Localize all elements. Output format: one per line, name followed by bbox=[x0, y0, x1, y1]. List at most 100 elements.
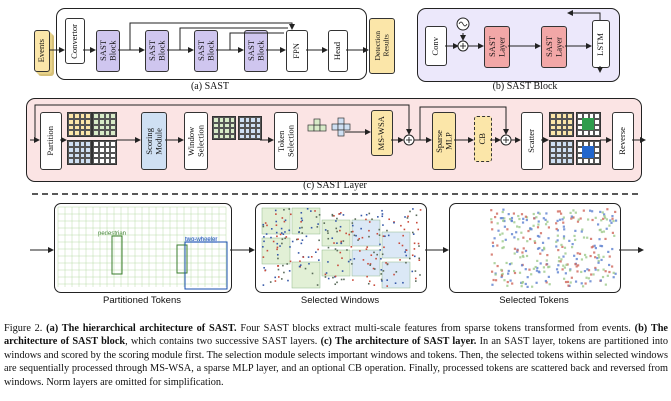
grid-cell bbox=[567, 158, 573, 164]
grid-cell bbox=[79, 124, 86, 131]
grid-cell bbox=[255, 133, 261, 139]
grid-cell bbox=[93, 141, 99, 147]
grid-cell bbox=[561, 152, 568, 159]
window-grid-blue bbox=[238, 116, 262, 140]
partitioned-tokens-image bbox=[54, 203, 232, 293]
grid-cell bbox=[93, 118, 99, 125]
grid-cell bbox=[68, 158, 74, 164]
grid-cell bbox=[85, 113, 91, 119]
grid-cell bbox=[213, 122, 219, 128]
grid-cell bbox=[104, 113, 111, 119]
grid-cell bbox=[594, 130, 600, 136]
grid-cell bbox=[73, 158, 80, 164]
grid-cell bbox=[239, 122, 245, 128]
grid-cell bbox=[104, 152, 111, 159]
grid-cell bbox=[98, 141, 105, 147]
grid-cell bbox=[93, 146, 99, 153]
caption-text-c: In an SAST layer, tokens are partitioned… bbox=[4, 336, 668, 388]
sast-layer-2: SAST Layer bbox=[541, 26, 567, 68]
grid-cell bbox=[213, 133, 219, 139]
grid-cell bbox=[594, 124, 600, 131]
grid-cell bbox=[555, 158, 562, 164]
grid-cell bbox=[218, 133, 224, 139]
grid-cell bbox=[588, 158, 595, 164]
grid-cell bbox=[561, 113, 568, 119]
token-selection-box: Token Selection bbox=[274, 112, 298, 170]
grid-cell bbox=[98, 152, 105, 159]
grid-cell bbox=[561, 130, 568, 136]
reverse-box: Reverse bbox=[612, 112, 634, 170]
grid-cell bbox=[567, 130, 573, 136]
grid-cell bbox=[218, 117, 224, 123]
grid-cell bbox=[85, 158, 91, 164]
grid-cell bbox=[104, 130, 111, 136]
grid-cell bbox=[73, 152, 80, 159]
grid-cell bbox=[577, 158, 583, 164]
grid-cell bbox=[244, 117, 250, 123]
head-box: Head bbox=[328, 30, 348, 72]
grid-cell bbox=[594, 118, 600, 125]
grid-cell bbox=[93, 158, 99, 164]
grid-cell bbox=[79, 152, 86, 159]
grid-cell bbox=[110, 130, 116, 136]
grid-cell bbox=[550, 146, 556, 153]
scatter-highlight-cells-blue bbox=[582, 146, 594, 158]
two-wheeler-detection-label: two-wheeler bbox=[185, 237, 218, 243]
grid-cell bbox=[213, 117, 219, 123]
grid-cell bbox=[104, 146, 111, 153]
grid-cell bbox=[73, 113, 80, 119]
grid-cell bbox=[561, 141, 568, 147]
grid-cell bbox=[104, 141, 111, 147]
connectors bbox=[30, 10, 646, 253]
sast-layer-1: SAST Layer bbox=[484, 26, 510, 68]
selected-tokens-scatter bbox=[490, 208, 618, 289]
figure-caption: Figure 2. (a) The hierarchical architect… bbox=[4, 322, 668, 389]
grid-cell bbox=[110, 113, 116, 119]
grid-cell bbox=[255, 128, 261, 134]
grid-cell bbox=[73, 130, 80, 136]
grid-cell bbox=[555, 113, 562, 119]
convertor-box: Convertor bbox=[65, 18, 85, 64]
caption-c: (c) SAST Layer bbox=[303, 180, 367, 191]
partition-grid-blue bbox=[67, 140, 92, 165]
grid-cell bbox=[110, 146, 116, 153]
detection-results-box: Detection Results bbox=[369, 18, 395, 74]
grid-cell bbox=[250, 133, 256, 139]
caption-title-c: (c) The architecture of SAST layer. bbox=[320, 336, 477, 348]
grid-cell bbox=[79, 146, 86, 153]
caption-title-b: (b) The architecture of SAST block bbox=[4, 323, 668, 348]
grid-cell bbox=[567, 118, 573, 125]
grid-cell bbox=[104, 158, 111, 164]
grid-cell bbox=[73, 118, 80, 125]
grid-cell bbox=[98, 118, 105, 125]
window-grid-green bbox=[212, 116, 236, 140]
grid-cell bbox=[79, 118, 86, 125]
grid-cell bbox=[594, 141, 600, 147]
partitioned-tokens-label: Partitioned Tokens bbox=[103, 295, 181, 306]
caption-figure-number: Figure 2. bbox=[4, 323, 43, 334]
grid-cell bbox=[68, 152, 74, 159]
grid-cell bbox=[555, 141, 562, 147]
partitioned-grid-lines bbox=[57, 206, 227, 287]
grid-cell bbox=[229, 122, 235, 128]
partition-grid-green bbox=[92, 112, 117, 137]
grid-cell bbox=[244, 122, 250, 128]
cb-box: CB bbox=[474, 116, 492, 162]
grid-cell bbox=[98, 113, 105, 119]
grid-cell bbox=[79, 141, 86, 147]
grid-cell bbox=[567, 146, 573, 153]
scatter-box: Scatter bbox=[521, 112, 543, 170]
grid-cell bbox=[550, 130, 556, 136]
caption-b: (b) SAST Block bbox=[492, 81, 558, 92]
grid-cell bbox=[550, 124, 556, 131]
grid-cell bbox=[594, 158, 600, 164]
grid-cell bbox=[93, 130, 99, 136]
caption-text-a: Four SAST blocks extract multi-scale fea… bbox=[236, 323, 635, 334]
partition-grid-yellow bbox=[67, 112, 92, 137]
grid-cell bbox=[250, 122, 256, 128]
sast-block-2: SAST Block bbox=[145, 30, 169, 72]
grid-cell bbox=[555, 130, 562, 136]
events-input: Events bbox=[34, 30, 50, 72]
grid-cell bbox=[255, 122, 261, 128]
